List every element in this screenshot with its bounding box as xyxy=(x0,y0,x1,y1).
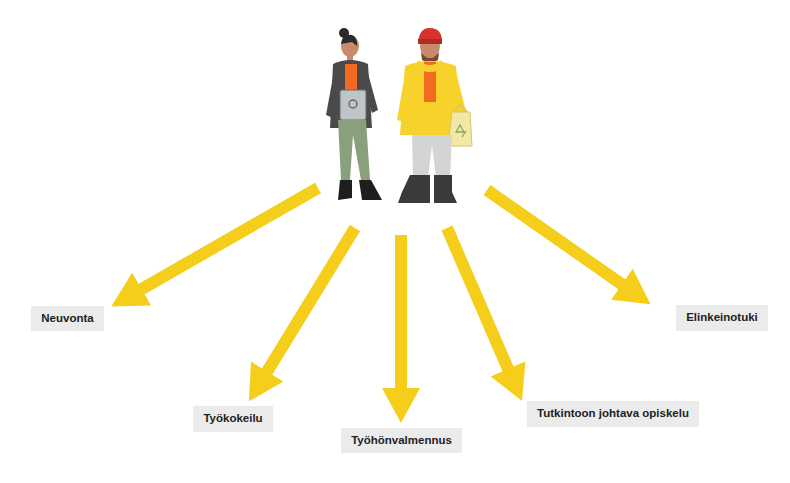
label-box: Neuvonta xyxy=(31,306,104,331)
label-text: Neuvonta xyxy=(41,312,93,326)
man-figure xyxy=(397,28,472,203)
label-box: Elinkeinotuki xyxy=(676,305,768,331)
arrow xyxy=(262,228,355,380)
arrow xyxy=(487,190,630,290)
label-text: Tutkintoon johtava opiskelu xyxy=(537,407,689,421)
label-text: Työhönvalmennus xyxy=(351,434,452,448)
arrow xyxy=(447,228,512,378)
label-box: Tutkintoon johtava opiskelu xyxy=(527,401,699,427)
woman-figure xyxy=(326,28,382,200)
label-box: Työkokeilu xyxy=(193,406,273,432)
arrow xyxy=(133,188,318,294)
label-text: Työkokeilu xyxy=(203,412,262,426)
label-text: Elinkeinotuki xyxy=(686,311,758,325)
label-box: Työhönvalmennus xyxy=(341,428,462,453)
yellow-arrows xyxy=(133,188,630,398)
arrow xyxy=(395,235,407,398)
